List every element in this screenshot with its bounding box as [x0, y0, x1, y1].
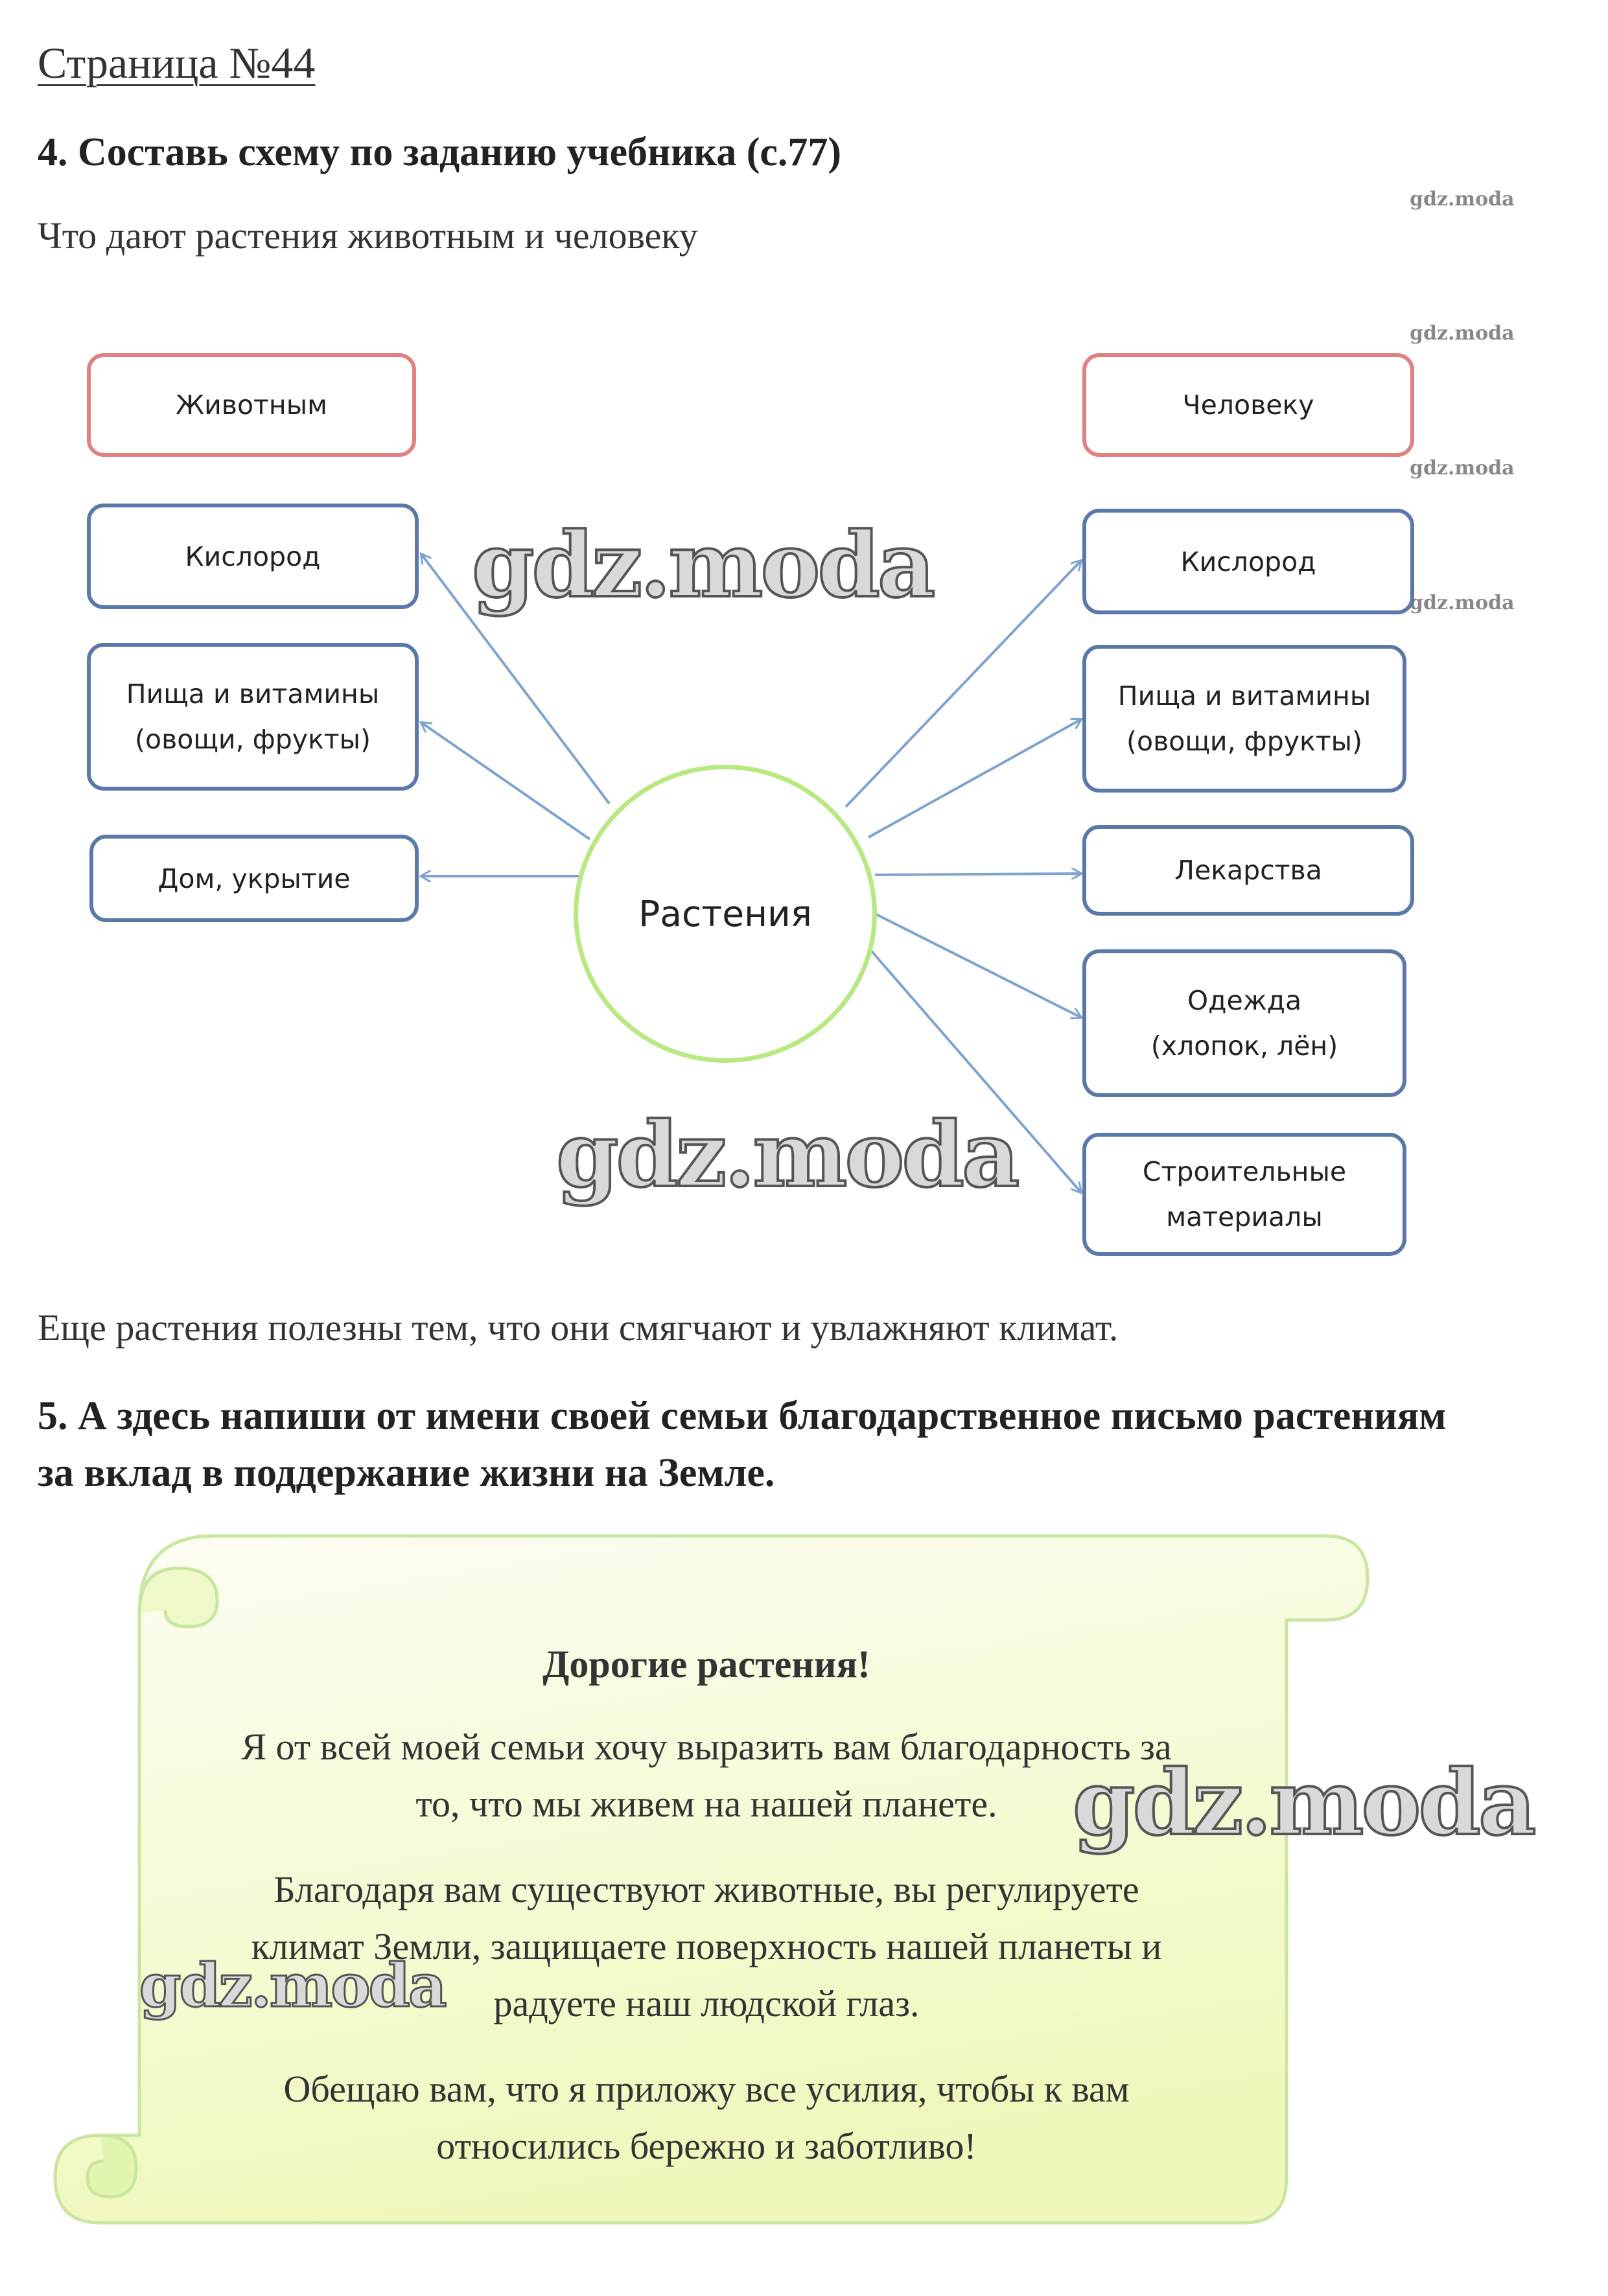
watermark: gdz.moda — [139, 1950, 449, 2022]
letter-p2-line2: климат Земли, защищаете поверхность наше… — [251, 1925, 1162, 1967]
box-right-oxygen: Кислород — [1082, 509, 1414, 614]
page-title: Страница №44 — [38, 38, 316, 87]
center-plants: Растения — [574, 765, 877, 1063]
box-right-medicine: Лекарства — [1082, 825, 1414, 916]
task5-heading-line2: за вклад в поддержание жизни на Земле. — [38, 1451, 775, 1495]
box-right-clothes: Одежда (хлопок, лён) — [1082, 949, 1406, 1097]
watermark-small: gdz.moda — [1410, 322, 1515, 345]
watermark: gdz.moda — [555, 1100, 1021, 1209]
letter-p1-line1: Я от всей моей семьи хочу выразить вам б… — [241, 1726, 1172, 1768]
letter-p3-line1: Обещаю вам, что я приложу все усилия, чт… — [283, 2068, 1130, 2110]
box-right-food-line2: (овощи, фрукты) — [1126, 726, 1362, 757]
box-human-header: Человеку — [1082, 353, 1414, 457]
arrow-right-food — [868, 719, 1081, 839]
box-right-building-line1: Строительные — [1142, 1156, 1347, 1187]
letter-p3-line2: относились бережно и заботливо! — [436, 2125, 977, 2167]
arrow-left-oxygen — [421, 554, 611, 805]
box-left-food-line2: (овощи, фрукты) — [134, 724, 371, 755]
arrow-right-clothes — [874, 912, 1081, 1017]
watermark: gdz.moda — [471, 511, 937, 619]
arrow-left-food — [421, 723, 591, 841]
letter-p1-line2: то, что мы живем на нашей планете. — [415, 1783, 997, 1825]
box-left-food-line1: Пища и витамины — [126, 678, 380, 710]
arrow-right-building — [866, 945, 1081, 1192]
plants-diagram: Животным Кислород Пища и витамины (овощи… — [0, 305, 1608, 1290]
box-animals-header: Животным — [87, 353, 416, 457]
letter-greeting: Дорогие растения! — [542, 1643, 870, 1686]
task4-subtitle: Что дают растения животным и человеку — [38, 215, 698, 257]
watermark: gdz.moda — [1071, 1748, 1537, 1857]
task4-heading: 4. Составь схему по заданию учебника (с.… — [38, 130, 842, 174]
watermark-small: gdz.moda — [1410, 592, 1515, 614]
watermark-small: gdz.moda — [1410, 188, 1515, 211]
box-right-clothes-line1: Одежда — [1187, 985, 1302, 1016]
box-left-food: Пища и витамины (овощи, фрукты) — [87, 643, 419, 791]
watermark-small: gdz.moda — [1410, 457, 1515, 480]
arrow-right-oxygen — [845, 561, 1081, 808]
box-right-clothes-line2: (хлопок, лён) — [1150, 1030, 1338, 1061]
box-left-home: Дом, укрытие — [89, 835, 419, 922]
letter-p2-line1: Благодаря вам существуют животные, вы ре… — [274, 1868, 1139, 1910]
diagram-arrows — [0, 305, 1608, 1290]
box-left-oxygen: Кислород — [87, 504, 419, 609]
arrow-right-medicine — [874, 874, 1081, 875]
box-right-building: Строительные материалы — [1082, 1133, 1406, 1256]
task5-heading-line1: 5. А здесь напиши от имени своей семьи б… — [38, 1394, 1447, 1438]
box-right-food-line1: Пища и витамины — [1117, 680, 1371, 712]
box-right-building-line2: материалы — [1166, 1201, 1323, 1233]
climate-note: Еще растения полезны тем, что они смягча… — [38, 1306, 1119, 1349]
box-right-food: Пища и витамины (овощи, фрукты) — [1082, 645, 1406, 793]
letter-p2-line3: радуете наш людской глаз. — [493, 1982, 920, 2024]
letter-scroll — [53, 1534, 1369, 2225]
